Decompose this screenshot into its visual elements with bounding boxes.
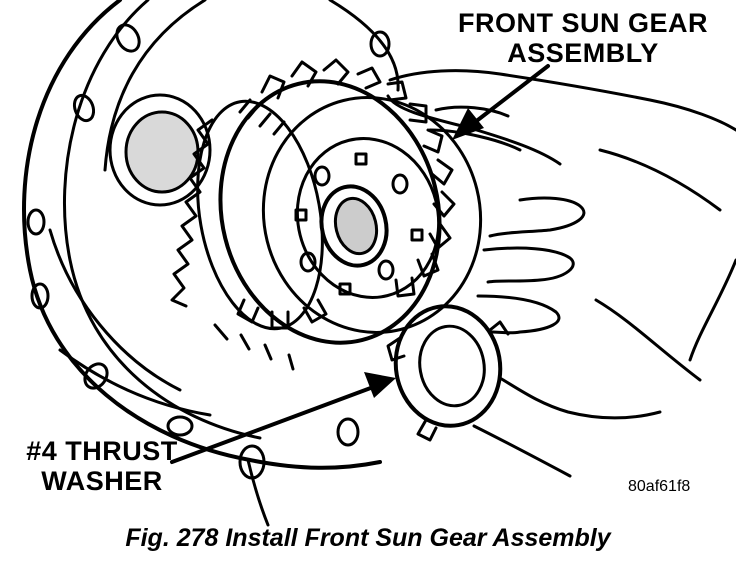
hands (386, 69, 736, 478)
washer-arrowhead (364, 372, 396, 398)
outer-drum (170, 98, 324, 371)
front-sun-gear-label-line2: ASSEMBLY (507, 38, 659, 68)
reference-code: 80af61f8 (628, 478, 691, 495)
washer-leader (170, 384, 378, 464)
thrust-washer-label: #4 THRUST WASHER (2, 436, 202, 496)
leader-lines (170, 64, 550, 464)
sun-gear-leader (468, 64, 550, 128)
thrust-washer-label-line2: WASHER (41, 466, 163, 496)
front-sun-gear-assembly (218, 58, 483, 345)
transmission-case (22, 0, 400, 527)
front-sun-gear-label-line1: FRONT SUN GEAR (458, 8, 708, 38)
front-sun-gear-label: FRONT SUN GEAR ASSEMBLY (438, 8, 728, 68)
sun-gear-arrowhead (452, 108, 484, 140)
thrust-washer-label-line1: #4 THRUST (26, 436, 178, 466)
thrust-washer (386, 304, 510, 442)
figure-caption: Fig. 278 Install Front Sun Gear Assembly (125, 524, 611, 552)
